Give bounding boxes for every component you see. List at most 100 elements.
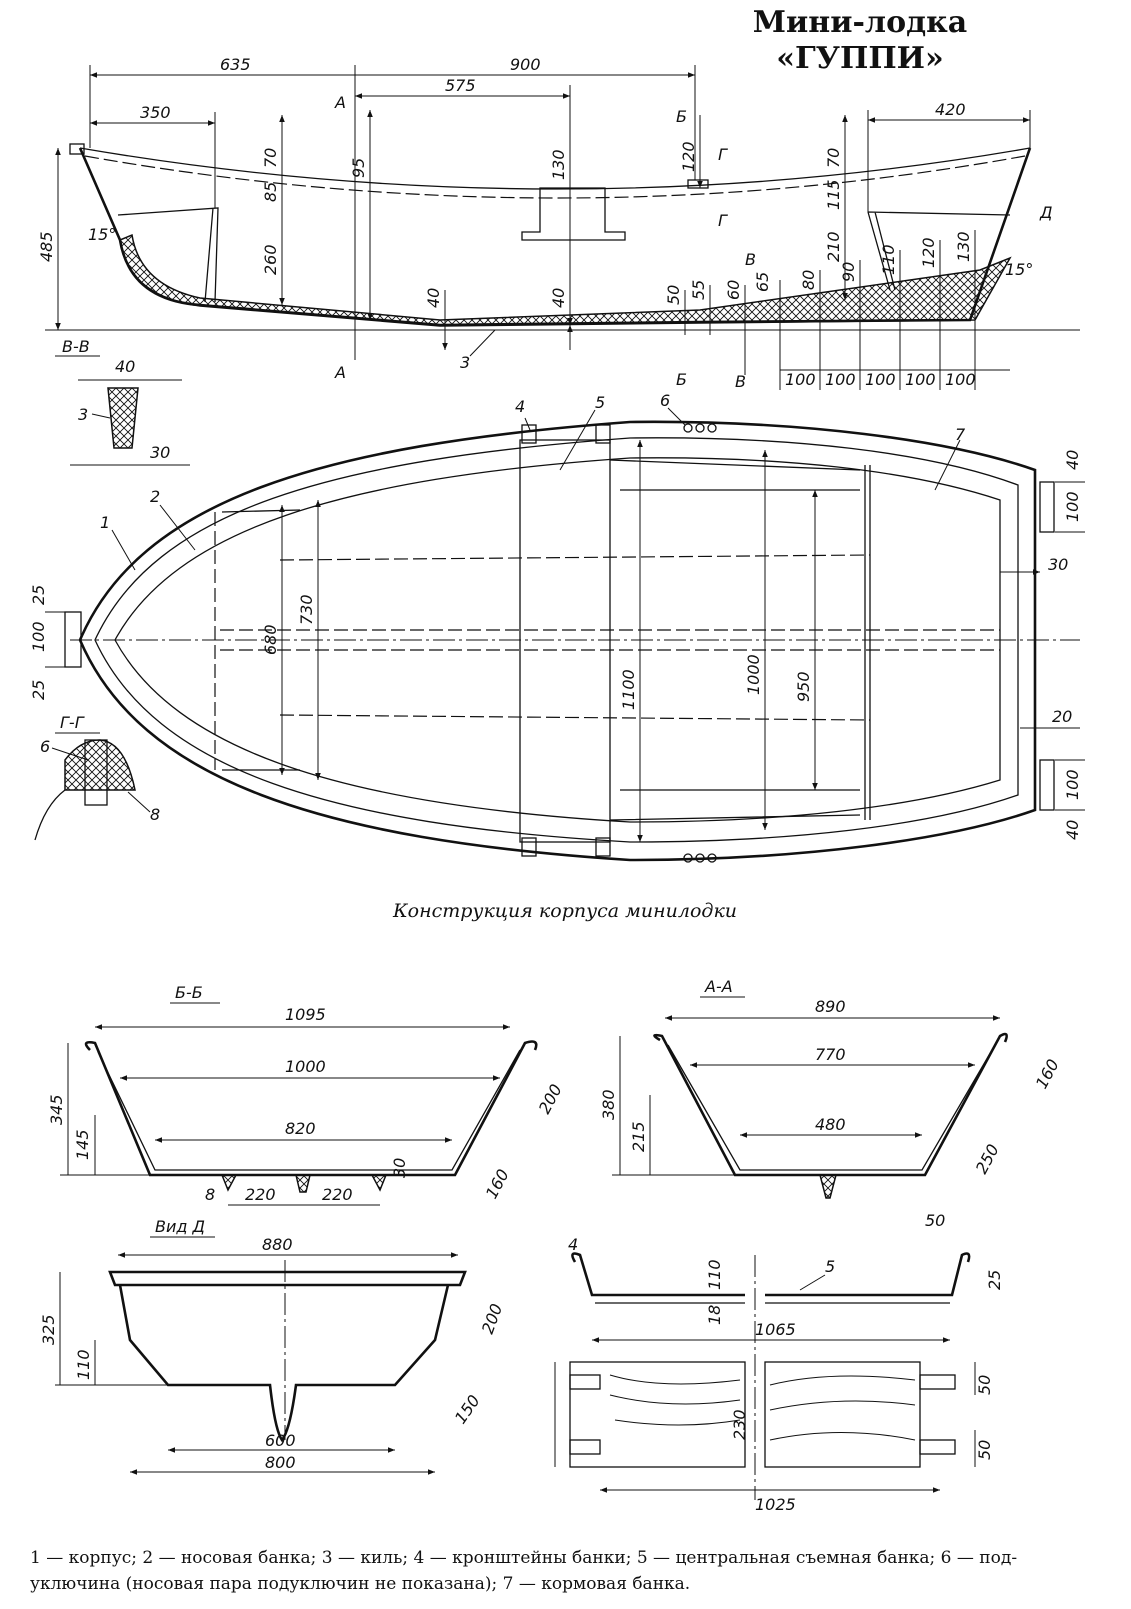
dim-80: 80 xyxy=(799,270,818,290)
callout-7: 7 xyxy=(955,425,966,444)
plan-dim-25-top: 25 xyxy=(29,585,48,605)
plan-dim-100-bow: 100 xyxy=(29,621,48,652)
bb-dim-345: 345 xyxy=(47,1094,66,1125)
angle-bow: 15° xyxy=(88,225,116,244)
seat-dim-230: 230 xyxy=(730,1409,749,1440)
mark-v-bottom: В xyxy=(735,372,746,391)
seat-dim-1065: 1065 xyxy=(755,1320,796,1339)
dim-420: 420 xyxy=(935,100,966,119)
seat-dim-1025: 1025 xyxy=(755,1495,796,1514)
mark-d: Д xyxy=(1039,203,1053,222)
bb-dim-160: 160 xyxy=(482,1166,513,1202)
dim-95: 95 xyxy=(349,158,368,178)
seat-dim-50-top: 50 xyxy=(925,1211,945,1230)
dim-100-3: 100 xyxy=(865,370,896,389)
section-gg-label: Г-Г xyxy=(60,713,85,732)
seat-dim-110: 110 xyxy=(705,1259,724,1290)
aa-dim-380: 380 xyxy=(599,1089,618,1120)
d-dim-600: 600 xyxy=(265,1431,296,1450)
callout-3-side: 3 xyxy=(460,353,470,372)
dim-70-stern: 70 xyxy=(824,148,843,168)
legend-line-2: уключина (носовая пара подуключин не пок… xyxy=(30,1574,691,1594)
gg-callout-6: 6 xyxy=(40,737,50,756)
aa-dim-215: 215 xyxy=(629,1121,648,1152)
section-bb-label: Б-Б xyxy=(175,983,203,1002)
angle-stern: 15° xyxy=(1005,260,1033,279)
view-d: Вид Д 880 325 110 200 150 600 800 xyxy=(39,1217,506,1475)
plan-dim-1000: 1000 xyxy=(744,654,763,695)
plan-dim-30: 30 xyxy=(1048,555,1068,574)
dim-100-4: 100 xyxy=(905,370,936,389)
section-vv: В-В 40 30 3 xyxy=(55,337,190,466)
seat-detail: 4 5 50 110 25 18 1065 230 50 50 1025 xyxy=(554,1211,1004,1514)
plan-view: 680 730 1100 1000 950 25 100 25 40 100 3… xyxy=(29,391,1085,863)
vv-callout: 3 xyxy=(78,405,88,424)
plan-dim-730: 730 xyxy=(297,594,316,625)
d-dim-200: 200 xyxy=(478,1301,506,1336)
bb-dim-1095: 1095 xyxy=(285,1005,326,1024)
d-dim-325: 325 xyxy=(39,1314,58,1345)
view-d-label: Вид Д xyxy=(155,1217,205,1236)
plan-dim-40-top: 40 xyxy=(1063,450,1082,470)
seat-callout-4: 4 xyxy=(568,1235,578,1254)
dim-130-mid: 130 xyxy=(549,149,568,180)
dim-485: 485 xyxy=(37,231,56,262)
bb-dim-820: 820 xyxy=(285,1119,316,1138)
vv-dim-bottom: 30 xyxy=(150,443,170,462)
dim-120-stern: 120 xyxy=(919,237,938,268)
seat-dim-18: 18 xyxy=(705,1305,724,1325)
dim-90: 90 xyxy=(839,262,858,282)
section-vv-label: В-В xyxy=(62,337,90,356)
bb-dim-30: 30 xyxy=(390,1158,409,1178)
dim-100-5: 100 xyxy=(945,370,976,389)
plan-dim-40-bottom: 40 xyxy=(1063,820,1082,840)
plan-outer-hull xyxy=(78,420,1037,862)
aa-dim-250: 250 xyxy=(972,1141,1003,1177)
seat-callout-5: 5 xyxy=(825,1257,835,1276)
bb-dim-220-right: 220 xyxy=(322,1185,353,1204)
dim-900: 900 xyxy=(510,55,541,74)
bb-callout-8: 8 xyxy=(205,1185,215,1204)
aa-dim-890: 890 xyxy=(815,997,846,1016)
mark-b-bottom: Б xyxy=(676,370,687,389)
dim-350: 350 xyxy=(140,103,171,122)
legend: 1 — корпус; 2 — носовая банка; 3 — киль;… xyxy=(30,1545,1105,1597)
dim-120-mid: 120 xyxy=(679,141,698,172)
drawing-title-line1: Мини-лодка xyxy=(752,5,968,40)
seat-dim-50-b: 50 xyxy=(975,1440,994,1460)
dim-115: 115 xyxy=(824,179,843,210)
seat-dim-50-a: 50 xyxy=(975,1375,994,1395)
section-aa-label: А-А xyxy=(704,977,733,996)
plan-dim-100-bottom: 100 xyxy=(1063,769,1082,800)
plan-dim-950: 950 xyxy=(794,671,813,702)
side-dim-ticks xyxy=(442,230,976,390)
mark-b-top: Б xyxy=(676,107,687,126)
dim-575: 575 xyxy=(445,76,476,95)
oarlock-top xyxy=(683,423,717,433)
d-dim-800: 800 xyxy=(265,1453,296,1472)
bb-dim-200: 200 xyxy=(535,1081,566,1117)
callout-2: 2 xyxy=(150,487,160,506)
dim-100-2: 100 xyxy=(825,370,856,389)
dim-40-b: 40 xyxy=(549,288,568,308)
side-view: 635 900 575 350 420 485 70 85 260 95 130… xyxy=(37,55,1080,391)
d-dim-880: 880 xyxy=(262,1235,293,1254)
dim-85: 85 xyxy=(261,182,280,202)
mark-v-top: В xyxy=(745,250,756,269)
gg-callout-8: 8 xyxy=(150,805,160,824)
callout-6: 6 xyxy=(660,391,670,410)
plan-dim-20: 20 xyxy=(1052,707,1072,726)
dim-65: 65 xyxy=(753,272,772,292)
plan-dim-1100: 1100 xyxy=(619,669,638,710)
dim-70-bow: 70 xyxy=(261,148,280,168)
oarlock-bottom xyxy=(683,853,717,863)
plan-dim-25-bottom: 25 xyxy=(29,680,48,700)
bb-dim-1000: 1000 xyxy=(285,1057,326,1076)
bb-dim-220-left: 220 xyxy=(245,1185,276,1204)
bb-dim-145: 145 xyxy=(73,1129,92,1160)
dim-210: 210 xyxy=(824,231,843,262)
aa-dim-480: 480 xyxy=(815,1115,846,1134)
dim-50: 50 xyxy=(664,285,683,305)
dim-260: 260 xyxy=(261,244,280,275)
